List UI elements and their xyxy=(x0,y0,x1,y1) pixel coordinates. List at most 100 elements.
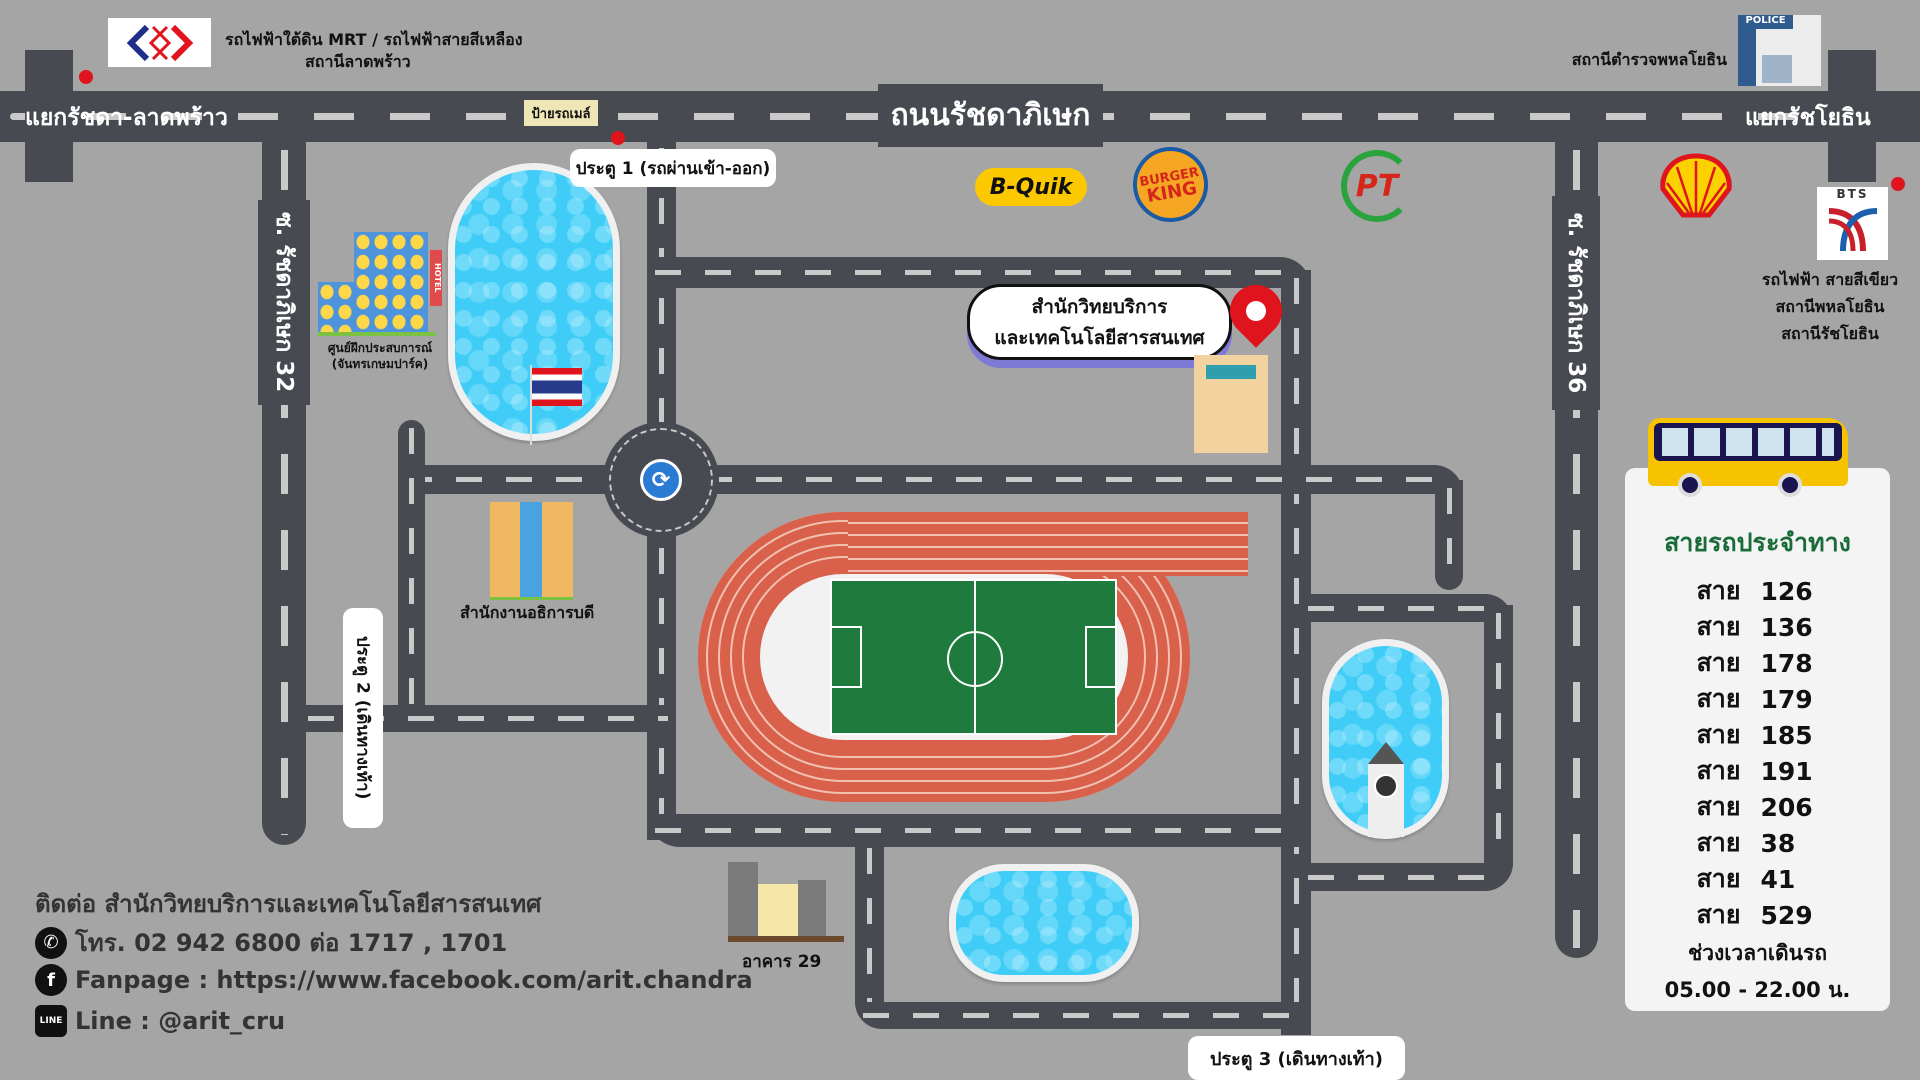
bus-route-item: สาย 179 xyxy=(1625,681,1890,717)
bus-route-item: สาย 185 xyxy=(1625,717,1890,753)
police-label: สถานีตำรวจพหลโยธิน xyxy=(1571,50,1727,69)
contact-phone: ✆ โทร. 02 942 6800 ต่อ 1717 , 1701 xyxy=(35,923,507,962)
target-callout: สำนักวิทยบริการ และเทคโนโลยีสารสนเทศ xyxy=(967,284,1232,360)
campus-road-lower-west xyxy=(855,840,884,1029)
bus-route-number: 529 xyxy=(1760,900,1813,930)
phone-icon: ✆ xyxy=(35,926,67,959)
bus-route-item: สาย 126 xyxy=(1625,573,1890,609)
bus-route-item: สาย 38 xyxy=(1625,825,1890,861)
road-label-soi-32: ซ. รัชดาภิเษก 32 xyxy=(258,200,310,405)
bus-route-item: สาย 191 xyxy=(1625,753,1890,789)
bus-route-number: 136 xyxy=(1760,612,1813,642)
gate-2-label: ประตู 2 (เดินทางเท้า) xyxy=(343,608,383,828)
building-29-label: อาคาร 29 xyxy=(742,952,822,972)
bus-route-prefix: สาย xyxy=(1696,684,1741,713)
campus-road-east xyxy=(1281,270,1311,1035)
road-label-junction-right: แยกรัชโยธิน xyxy=(1745,105,1871,131)
bts-line2: สถานีพหลโยธิน xyxy=(1775,297,1885,316)
bus-stop-dot xyxy=(611,131,625,145)
bus-stop-tag: ป้ายรถเมล์ xyxy=(524,100,598,126)
bus-route-number: 185 xyxy=(1760,720,1813,750)
facebook-link[interactable]: Fanpage : https://www.facebook.com/arit.… xyxy=(75,966,753,994)
facebook-icon: f xyxy=(35,964,67,996)
campus-road-bottom xyxy=(855,1002,1311,1029)
road-label-junction-left: แยกรัชดา-ลาดพร้าว xyxy=(25,105,228,131)
campus-road-east-loop-top xyxy=(1300,594,1513,622)
police-badge: POLICE xyxy=(1738,15,1793,29)
bts-logo-text: BTS xyxy=(1836,187,1869,201)
bts-logo: BTS xyxy=(1817,187,1888,260)
pt-logo: PT xyxy=(1341,150,1413,222)
bus-route-item: สาย 178 xyxy=(1625,645,1890,681)
roundabout-icon: ⟳ xyxy=(640,459,682,501)
bus-hours: 05.00 - 22.00 น. xyxy=(1664,978,1851,1002)
mrt-location-dot xyxy=(79,70,93,84)
road-label-main: ถนนรัชดาภิเษก xyxy=(878,84,1103,147)
pool-south xyxy=(949,864,1139,982)
bus-route-number: 191 xyxy=(1760,756,1813,786)
shell-logo xyxy=(1659,153,1733,220)
campus-road-north xyxy=(647,257,1311,288)
mrt-logo xyxy=(108,18,211,67)
bts-line1: รถไฟฟ้า สายสีเขียว xyxy=(1761,270,1899,289)
training-center-line1: ศูนย์ฝึกประสบการณ์ xyxy=(327,341,433,355)
burger-king-logo: BURGER KING xyxy=(1127,141,1214,228)
flag-pole xyxy=(530,365,532,445)
phone-text: โทร. 02 942 6800 ต่อ 1717 , 1701 xyxy=(75,929,508,957)
bus-panel-title: สายรถประจำทาง xyxy=(1664,528,1851,557)
clock-tower-icon xyxy=(1368,742,1404,837)
bus-route-prefix: สาย xyxy=(1696,648,1741,677)
left-junction-stub xyxy=(25,50,73,182)
target-line2: และเทคโนโลยีสารสนเทศ xyxy=(994,327,1205,349)
contact-facebook[interactable]: f Fanpage : https://www.facebook.com/arit… xyxy=(35,964,753,996)
target-line1: สำนักวิทยบริการ xyxy=(1031,296,1168,318)
training-center-line2: (จันทรเกษมปาร์ค) xyxy=(331,357,429,371)
bus-icon xyxy=(1648,413,1848,498)
bts-line3: สถานีรัชโยธิน xyxy=(1781,324,1879,343)
bts-label: รถไฟฟ้า สายสีเขียว สถานีพหลโยธิน สถานีรั… xyxy=(1740,266,1920,347)
gate-1-label: ประตู 1 (รถผ่านเข้า-ออก) xyxy=(570,149,776,187)
thai-flag-icon xyxy=(530,368,582,406)
hotel-sign: HOTEL xyxy=(430,250,442,306)
gate-3-label: ประตู 3 (เดินทางเท้า) xyxy=(1188,1036,1405,1080)
campus-road-east-loop-side xyxy=(1484,605,1513,891)
president-office-label: สำนักงานอธิการบดี xyxy=(460,603,595,622)
bus-route-number: 179 xyxy=(1760,684,1813,714)
campus-road-south xyxy=(647,814,1311,847)
building-29-icon xyxy=(728,862,844,942)
bus-route-prefix: สาย xyxy=(1696,720,1741,749)
bus-route-number: 38 xyxy=(1760,828,1796,858)
arit-building-icon xyxy=(1194,355,1268,453)
bus-route-prefix: สาย xyxy=(1696,756,1741,785)
police-station-icon: POLICE xyxy=(1738,15,1821,86)
bus-route-number: 178 xyxy=(1760,648,1813,678)
road-label-soi-36: ซ. รัชดาภิเษก 36 xyxy=(1552,196,1600,410)
bus-route-prefix: สาย xyxy=(1696,864,1741,893)
bus-hours-label: ช่วงเวลาเดินรถ xyxy=(1687,941,1828,965)
football-field xyxy=(830,579,1117,735)
bus-route-number: 126 xyxy=(1760,576,1813,606)
campus-road-east-loop-bottom xyxy=(1300,863,1513,891)
bts-location-dot xyxy=(1891,177,1905,191)
bus-route-item: สาย 206 xyxy=(1625,789,1890,825)
bquik-logo: B-Quik xyxy=(975,168,1087,206)
training-center-label: ศูนย์ฝึกประสบการณ์ (จันทรเกษมปาร์ค) xyxy=(318,340,442,372)
campus-road-middle xyxy=(398,465,1463,494)
right-junction-stub xyxy=(1828,50,1876,182)
bus-route-prefix: สาย xyxy=(1696,576,1741,605)
bus-route-prefix: สาย xyxy=(1696,792,1741,821)
bus-route-prefix: สาย xyxy=(1696,828,1741,857)
mrt-label-line2: สถานีลาดพร้าว xyxy=(305,52,411,71)
line-id-text: Line : @arit_cru xyxy=(75,1007,286,1035)
mrt-label-line1: รถไฟฟ้าใต้ดิน MRT / รถไฟฟ้าสายสีเหลือง xyxy=(225,30,523,49)
campus-road-middle-east-branch xyxy=(1435,480,1463,590)
contact-title-text: ติดต่อ สำนักวิทยบริการและเทคโนโลยีสารสนเ… xyxy=(35,890,542,918)
bus-route-number: 206 xyxy=(1760,792,1813,822)
president-office-building-icon xyxy=(490,502,573,600)
